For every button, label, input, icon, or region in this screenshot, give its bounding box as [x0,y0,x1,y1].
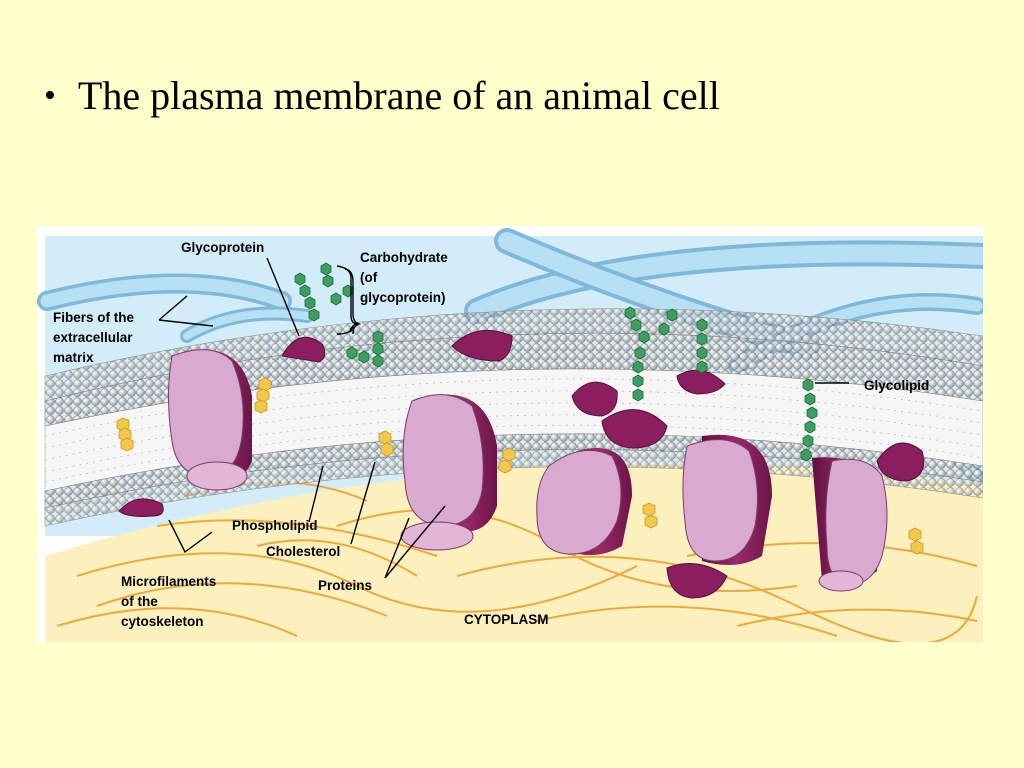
label-microfilaments: Microfilaments of the cytoskeleton [121,574,217,629]
protein-4 [682,434,772,565]
label-phospholipid: Phospholipid [232,518,318,533]
cholesterol-molecules [116,377,924,555]
label-fibers-extracellular-matrix: Fibers of the extracellular matrix [53,310,135,365]
label-cytoplasm: CYTOPLASM [464,612,549,627]
membrane-proteins [168,349,888,592]
carbohydrate-chains [294,262,818,462]
label-proteins: Proteins [318,578,373,593]
bullet-point: • [44,76,56,114]
protein-3 [536,448,632,555]
title-text: The plasma membrane of an animal cell [77,73,720,118]
membrane-diagram: Glycoprotein Carbohydrate (of glycoprote… [37,226,983,642]
membrane-illustration [37,228,983,642]
label-carbohydrate: Carbohydrate (of glycoprotein) [360,250,448,305]
protein-2 [400,394,497,551]
peripheral-proteins [118,329,925,599]
slide-title: • The plasma membrane of an animal cell [44,72,720,119]
protein-1 [168,349,252,491]
protein-5 [812,457,888,592]
leader-lines [158,257,849,579]
label-glycolipid: Glycolipid [864,378,930,393]
label-cholesterol: Cholesterol [266,544,341,559]
label-glycoprotein: Glycoprotein [181,240,265,255]
